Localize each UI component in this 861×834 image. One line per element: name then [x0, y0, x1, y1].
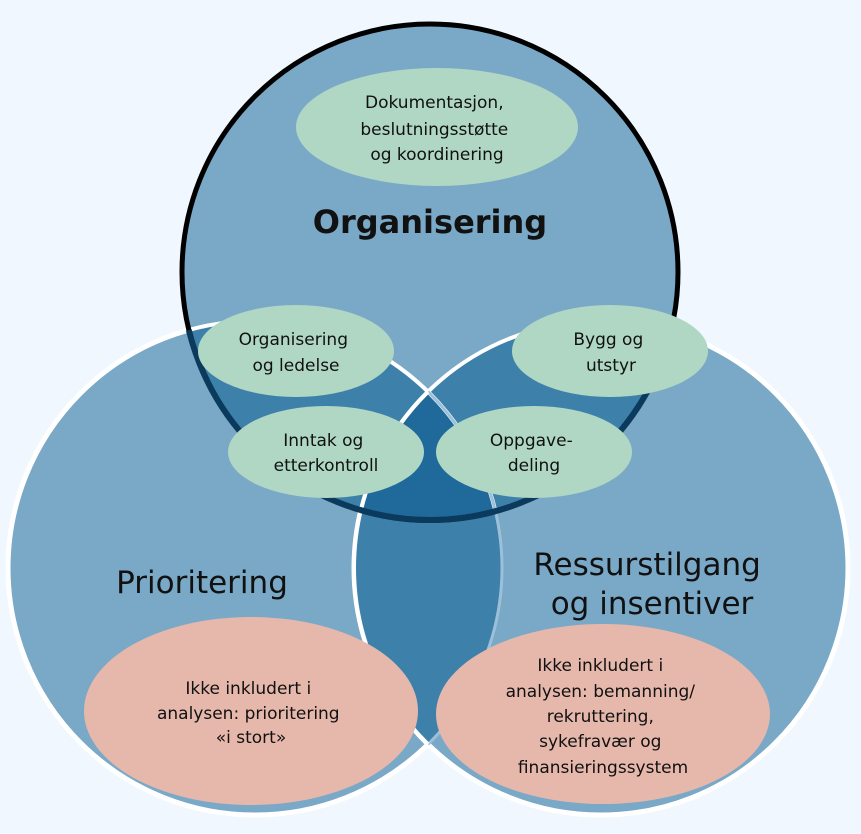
ellipse-task-sharing-text: Oppgave- deling: [490, 431, 578, 476]
circle-title-organisering: Organisering: [313, 203, 547, 241]
ellipse-intake-followup: Inntak og etterkontroll: [228, 406, 424, 498]
ellipse-documentation-text: Dokumentasjon, beslutningsstøtte og koor…: [360, 93, 513, 165]
circle-title-prioritering: Prioritering: [116, 565, 288, 601]
outline-prioritering-faint-arc: [354, 321, 504, 815]
ellipse-excluded-prioritisation-text: Ikke inkludert i analysen: prioritering …: [157, 679, 345, 748]
ellipse-excluded-prioritisation: Ikke inkludert i analysen: prioritering …: [84, 617, 418, 805]
ellipse-excluded-resources: Ikke inkludert i analysen: bemanning/ re…: [436, 624, 770, 804]
ellipse-organisation-management-text: Organisering og ledelse: [239, 330, 354, 376]
ellipse-building-equipment: Bygg og utstyr: [512, 305, 708, 397]
outline-ressurstilgang-inner-arc: [352, 321, 502, 815]
outline-organisering-inner-right: [354, 321, 681, 523]
ellipse-building-equipment-text: Bygg og utstyr: [573, 330, 648, 376]
ellipse-organisation-management: Organisering og ledelse: [198, 305, 394, 397]
ellipse-documentation: Dokumentasjon, beslutningsstøtte og koor…: [296, 68, 578, 186]
circle-title-ressurstilgang: Ressurstilgang og insentiver: [533, 547, 770, 622]
ellipse-excluded-resources-text: Ikke inkludert i analysen: bemanning/ re…: [506, 656, 701, 778]
ellipse-task-sharing: Oppgave- deling: [436, 406, 632, 498]
ellipse-intake-followup-text: Inntak og etterkontroll: [274, 431, 379, 476]
